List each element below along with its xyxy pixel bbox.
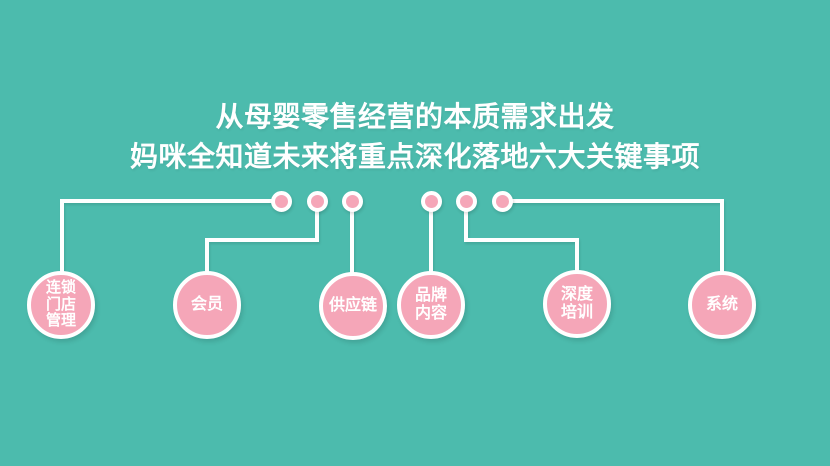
node-label: 系统 <box>705 296 738 314</box>
node-deep-training: 深度 培训 <box>543 270 611 338</box>
slide-title-line-2: 妈咪全知道未来将重点深化落地六大关键事项 <box>129 141 700 172</box>
node-label: 连锁 门店 管理 <box>45 278 76 330</box>
node-brand-content: 品牌 内容 <box>397 271 465 339</box>
node-label: 深度 培训 <box>560 286 593 321</box>
connector-dot-1 <box>270 190 292 212</box>
node-supply-chain: 供应链 <box>319 272 387 340</box>
connector-dot-3 <box>341 190 363 212</box>
connector-dot-2 <box>306 190 328 212</box>
node-label: 品牌 内容 <box>414 287 447 322</box>
connector-line-5 <box>464 201 579 274</box>
connector-dot-5 <box>455 190 477 212</box>
node-members: 会员 <box>173 271 241 339</box>
connector-dot-6 <box>491 190 513 212</box>
node-label: 会员 <box>190 296 223 314</box>
node-system: 系统 <box>688 271 756 339</box>
connector-dot-4 <box>420 190 442 212</box>
connector-line-6 <box>502 199 724 275</box>
node-label: 供应链 <box>328 297 377 315</box>
connector-line-2 <box>205 201 319 275</box>
connector-line-1 <box>60 199 281 275</box>
slide-title: 从母婴零售经营的本质需求出发 妈咪全知道未来将重点深化落地六大关键事项 <box>0 97 830 177</box>
slide-title-line-1: 从母婴零售经营的本质需求出发 <box>215 101 615 132</box>
node-chain-stores: 连锁 门店 管理 <box>27 271 95 339</box>
